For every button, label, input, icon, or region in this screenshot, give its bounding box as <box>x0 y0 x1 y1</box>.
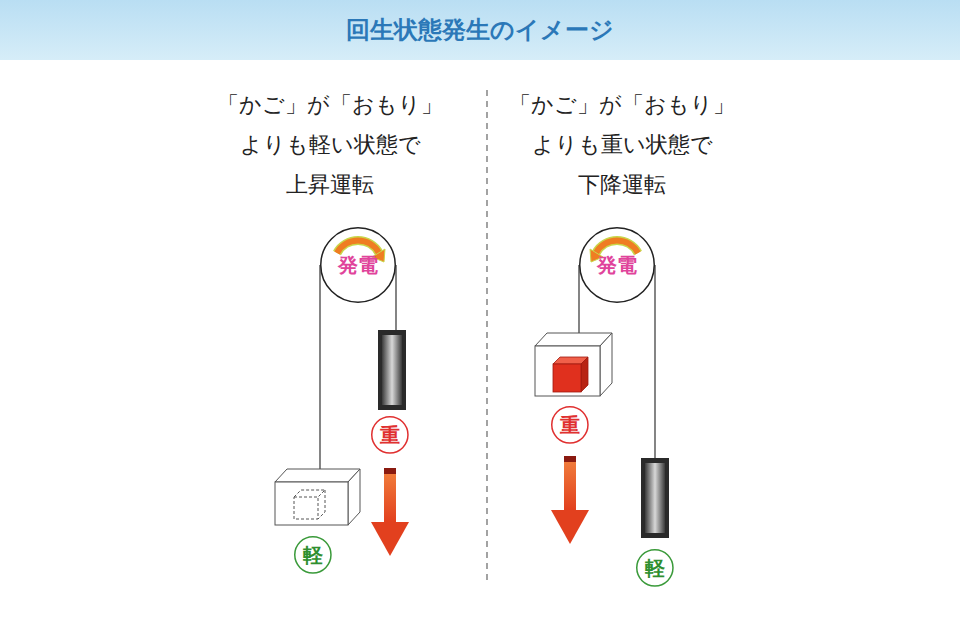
counterweight <box>641 458 669 538</box>
node-circle <box>580 228 655 303</box>
node-text: 軽 <box>645 557 665 579</box>
divider <box>486 90 487 582</box>
down-arrow <box>551 456 589 544</box>
node-text: 発電 <box>338 254 378 276</box>
weight-badge: 軽 <box>636 549 674 587</box>
node-text: 重 <box>560 414 580 436</box>
node-text: 重 <box>380 424 400 446</box>
title: 回生状態発生のイメージ <box>0 0 960 60</box>
counterweight <box>378 330 406 410</box>
weight-badge: 重 <box>371 416 409 454</box>
pulley-circle: 発電 <box>320 227 396 303</box>
heading-label: 「かご」が「おもり」 よりも重い状態で 下降運転 <box>502 85 742 205</box>
node-circle <box>372 417 408 453</box>
rope <box>578 265 579 339</box>
car <box>275 469 360 525</box>
node-circle <box>637 550 673 586</box>
weight-badge: 軽 <box>294 536 332 574</box>
car <box>535 333 612 396</box>
rope <box>319 265 320 475</box>
node-text: 軽 <box>303 544 323 566</box>
node-text: 発電 <box>597 254 637 276</box>
heading-label: 「かご」が「おもり」 よりも軽い状態で 上昇運転 <box>210 85 450 205</box>
weight-badge: 重 <box>551 406 589 444</box>
title-band <box>0 0 960 60</box>
rope <box>395 265 396 330</box>
node-circle <box>321 228 396 303</box>
node-circle <box>295 537 331 573</box>
down-arrow <box>371 468 409 556</box>
node-circle <box>552 407 588 443</box>
rope <box>654 265 655 458</box>
pulley-ground <box>579 227 655 303</box>
pulley-circle: 発電 <box>579 227 655 303</box>
pulley-ground <box>320 227 396 303</box>
